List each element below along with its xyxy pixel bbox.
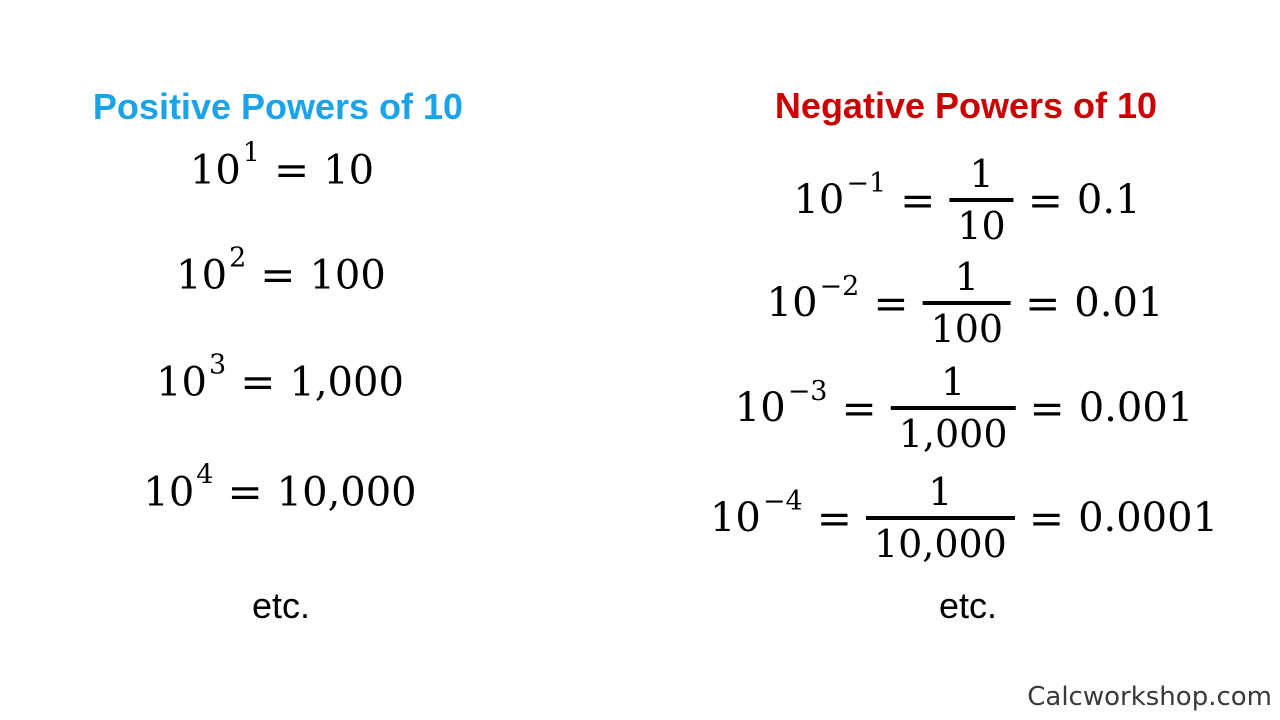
fraction-numerator: 1: [928, 470, 953, 514]
fraction-bar: [922, 301, 1012, 305]
negative-equation-3: 10−3 = 1 1,000 = 0.001: [735, 361, 1193, 455]
equals-sign: =: [1027, 175, 1063, 225]
equals-sign: =: [240, 357, 276, 407]
equation-exponent: 1: [242, 137, 260, 169]
fraction-bar: [949, 198, 1014, 202]
equation-base: 10: [793, 177, 845, 223]
site-watermark: Calcworkshop.com: [1027, 682, 1272, 712]
equation-exponent: −4: [762, 485, 803, 517]
fraction-denominator: 10,000: [873, 522, 1007, 566]
fraction-denominator: 100: [930, 307, 1004, 351]
positive-powers-heading: Positive Powers of 10: [92, 86, 464, 127]
fraction-denominator: 10: [957, 204, 1006, 248]
equals-sign: =: [1025, 278, 1061, 328]
equals-sign: =: [260, 250, 296, 300]
fraction: 1 10,000: [865, 470, 1015, 566]
equation-base: 10: [734, 385, 786, 431]
equation-exponent: −3: [787, 375, 828, 407]
equals-sign: =: [873, 278, 909, 328]
equation-value: 10,000: [276, 469, 417, 515]
equation-exponent: −2: [819, 270, 860, 302]
equals-sign: =: [1029, 383, 1065, 433]
fraction-bar: [890, 406, 1016, 410]
equals-sign: =: [273, 145, 310, 195]
fraction-numerator: 1: [969, 152, 994, 196]
positive-etc-label: etc.: [251, 585, 311, 626]
equation-value: 100: [309, 252, 386, 298]
fraction-bar: [865, 516, 1015, 520]
equation-exponent: −1: [846, 167, 887, 199]
equation-value: 1,000: [289, 359, 404, 405]
equals-sign: =: [227, 467, 263, 517]
negative-etc-label: etc.: [938, 585, 998, 626]
fraction-denominator: 1,000: [898, 412, 1008, 456]
equation-value: 0.001: [1078, 385, 1194, 431]
fraction: 1 1,000: [890, 360, 1016, 456]
equals-sign: =: [816, 493, 852, 543]
equals-sign: =: [841, 383, 877, 433]
equation-base: 10: [709, 495, 761, 541]
equation-exponent: 2: [229, 242, 247, 274]
equation-base: 10: [156, 359, 207, 405]
equation-value: 0.01: [1074, 280, 1164, 326]
equation-base: 10: [176, 252, 228, 298]
equation-value: 0.0001: [1078, 495, 1219, 541]
equals-sign: =: [900, 175, 936, 225]
equation-base: 10: [766, 280, 818, 326]
equation-exponent: 3: [209, 349, 227, 381]
fraction-numerator: 1: [954, 255, 979, 299]
equation-value: 0.1: [1076, 177, 1141, 223]
equals-sign: =: [1028, 493, 1065, 543]
negative-equation-4: 10−4 = 1 10,000 = 0.0001: [710, 471, 1218, 565]
equation-base: 10: [189, 147, 241, 193]
equation-value: 10: [323, 147, 375, 193]
negative-powers-heading: Negative Powers of 10: [774, 85, 1158, 126]
equation-exponent: 4: [196, 459, 214, 491]
equation-base: 10: [143, 469, 195, 515]
fraction-numerator: 1: [941, 360, 966, 404]
